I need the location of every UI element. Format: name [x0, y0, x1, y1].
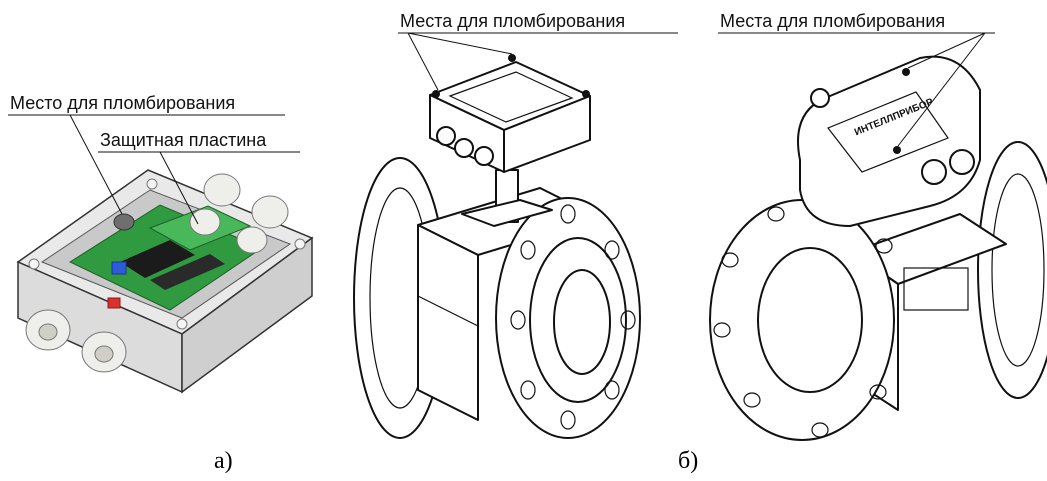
flowmeter-front-drawing	[353, 54, 641, 439]
protective-plate-label: Защитная пластина	[100, 130, 267, 150]
flowmeter-rear-leaders	[718, 32, 995, 147]
junction-box-leaders	[8, 114, 300, 225]
junction-box-drawing	[16, 169, 314, 394]
seal-place-label: Место для пломбирования	[10, 93, 236, 113]
seal-places-label-right: Места для пломбирования	[720, 11, 946, 31]
seal-places-label-center: Места для пломбирования	[400, 11, 626, 31]
caption-b: б)	[678, 448, 699, 474]
flowmeter-front-leaders	[398, 32, 678, 91]
flowmeter-rear-drawing	[709, 55, 1047, 441]
caption-a: а)	[214, 448, 233, 474]
